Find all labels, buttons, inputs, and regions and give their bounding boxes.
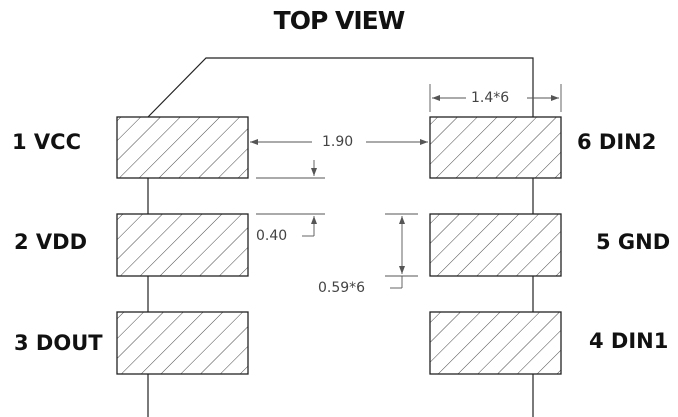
dimension-pad-pitch: 1.4*6 xyxy=(471,90,510,106)
pin-label-5: 5 GND xyxy=(596,230,671,254)
pin-label-1: 1 VCC xyxy=(12,130,81,154)
dimension-arrows xyxy=(250,95,559,274)
pin-label-4: 4 DIN1 xyxy=(589,329,669,353)
pin-label-3: 3 DOUT xyxy=(14,331,103,355)
pad-6 xyxy=(429,116,562,179)
dimension-pad-gap: 1.90 xyxy=(322,134,354,150)
pin-label-6: 6 DIN2 xyxy=(577,130,657,154)
dimension-pad-spacing: 0.40 xyxy=(256,228,288,244)
pad-3 xyxy=(116,311,249,375)
pad-5 xyxy=(429,213,562,277)
package-outline xyxy=(147,57,534,417)
pad-4 xyxy=(429,311,562,375)
pad-2 xyxy=(116,213,249,277)
dimension-pad-height: 0.59*6 xyxy=(318,280,366,296)
diagram-title: TOP VIEW xyxy=(273,6,406,35)
pad-1 xyxy=(116,116,249,179)
pin-label-2: 2 VDD xyxy=(14,230,88,254)
